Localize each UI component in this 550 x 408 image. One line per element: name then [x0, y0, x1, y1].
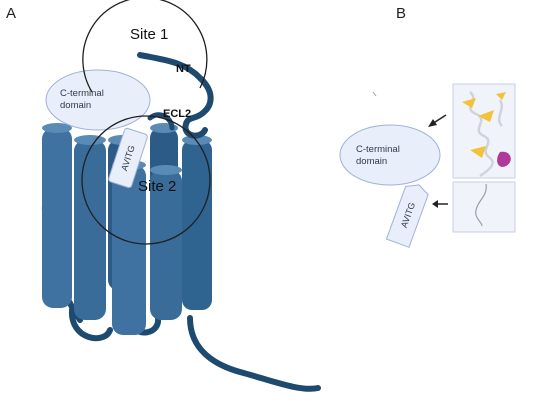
- c-terminal-domain-b-label-line1: C-terminal: [356, 144, 400, 155]
- panel-label-b: B: [396, 5, 406, 22]
- avitg-strand: [475, 183, 487, 227]
- c-terminal-domain-b: C-terminal domain: [339, 124, 441, 186]
- site-1-label: Site 1: [130, 26, 168, 43]
- stray-mark: [372, 91, 377, 97]
- site-1-circle: [82, 0, 208, 93]
- ribbon-coil-2: [497, 99, 503, 127]
- avitg-tag-a: AVITG: [108, 127, 148, 189]
- n-terminus-chain: [137, 52, 214, 139]
- ecl2-label: ECL2: [163, 108, 191, 120]
- helix-yellow-3: [470, 146, 486, 158]
- site-2-circle: [81, 115, 211, 245]
- helix-2: [74, 135, 106, 320]
- helix-4: [150, 165, 182, 320]
- c-terminal-domain-label-line1: C-terminal: [60, 88, 104, 99]
- arrow-to-structure-top: [428, 114, 447, 127]
- c-terminal-domain-b-label-line2: domain: [356, 156, 387, 167]
- helix-yellow-2: [478, 110, 494, 122]
- c-terminal-domain-label-line2: domain: [60, 100, 91, 111]
- intracellular-loop-1: [68, 307, 113, 342]
- helix-yellow-4: [496, 92, 506, 100]
- c-terminal-domain-a: C-terminal domain: [45, 69, 151, 131]
- ribbon-coil: [469, 91, 494, 178]
- site-2-label: Site 2: [138, 178, 176, 195]
- structure-box-c-terminal: [452, 83, 516, 179]
- helix-yellow-1: [462, 98, 476, 108]
- panel-label-a: A: [6, 5, 16, 22]
- arrow-to-structure-bottom: [432, 200, 448, 208]
- nt-label: NT: [176, 63, 191, 75]
- helix-magenta: [497, 151, 511, 167]
- helix-1: [42, 123, 72, 308]
- avitg-tag-b: AVITG: [385, 184, 429, 248]
- structure-box-avitg: [452, 181, 516, 233]
- c-terminal-tail: [187, 315, 321, 392]
